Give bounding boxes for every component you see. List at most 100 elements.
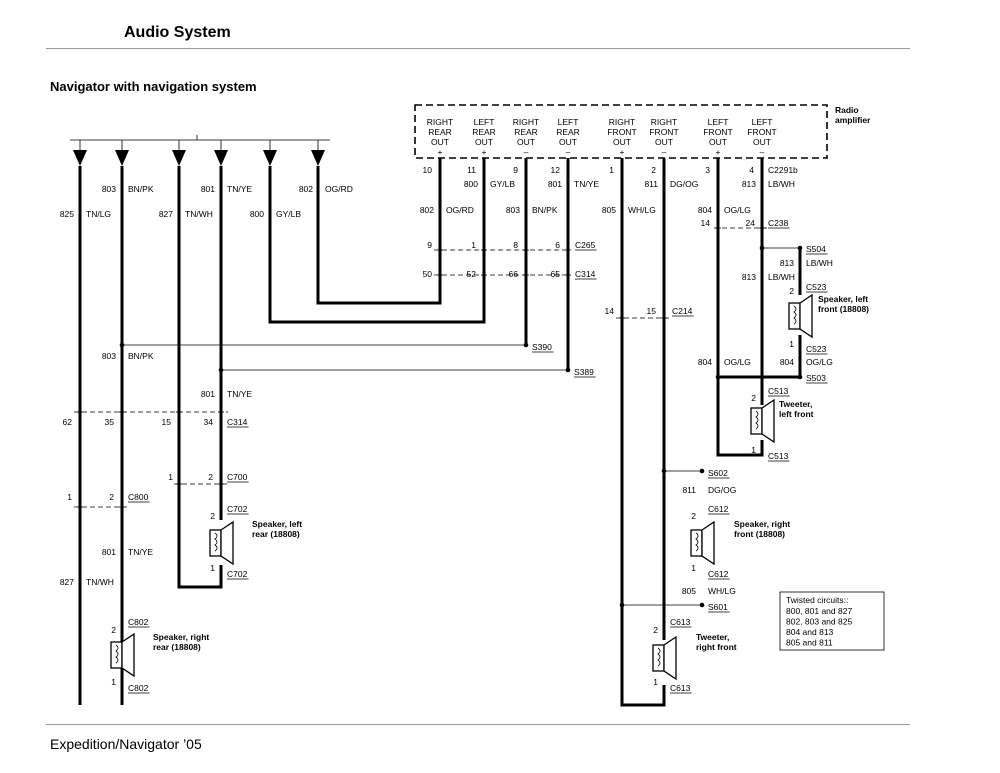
speaker-left-rear-coil: [214, 532, 218, 552]
circuit-label-lbwhb: LB/WH: [806, 258, 833, 268]
circuit-label-c805a: 805: [602, 205, 616, 215]
circuit-label-c801c: 801: [201, 389, 215, 399]
speaker-right-front-coil: [695, 532, 699, 552]
pin-number-p50: 50: [423, 269, 433, 279]
splice-dot: [661, 468, 667, 474]
footer-text: Expedition/Navigator ’05: [50, 736, 202, 752]
source-letter-M: M: [267, 153, 274, 162]
amp-pin-name: LEFT: [474, 117, 495, 127]
circuit-label-bnpka: BN/PK: [128, 184, 154, 194]
circuit-label-whlgb: WH/LG: [708, 586, 736, 596]
amp-pin-number: 11: [467, 165, 476, 175]
source-flag-N: [311, 150, 325, 166]
circuit-label-c813a: 813: [742, 179, 756, 189]
amp-pin-name: REAR: [428, 127, 452, 137]
pin-number-p1a: 1: [471, 240, 476, 250]
pin-number-p1d: 1: [789, 339, 794, 349]
circuit-label-tnwha: TN/WH: [185, 209, 213, 219]
circuit-label-c803a: 803: [102, 184, 116, 194]
pin-number-p66: 66: [509, 269, 519, 279]
circuit-label-c813c: 813: [742, 272, 756, 282]
pin-number-p34: 34: [204, 417, 214, 427]
pin-number-p1c: 1: [67, 492, 72, 502]
pin-number-p14a: 14: [701, 218, 711, 228]
amp-pin-number: 2: [651, 165, 656, 175]
connector-c702b: C702: [227, 569, 248, 579]
amp-pin-polarity: +: [482, 147, 487, 157]
pin-number-p1i: 1: [111, 677, 116, 687]
pin-number-p15b: 15: [162, 417, 172, 427]
connector-c700: C700: [227, 472, 248, 482]
speaker-right-rear-coil: [115, 644, 119, 664]
component-spk_rf: Speaker, right: [734, 519, 790, 529]
header-rule: [46, 48, 910, 49]
amp-pin-name: OUT: [655, 137, 673, 147]
connector-c612b: C612: [708, 569, 729, 579]
circuit-label-c813b: 813: [780, 258, 794, 268]
circuit-label-tnyec: TN/YE: [227, 389, 252, 399]
source-flag-J: [172, 150, 186, 166]
source-flag-H: [115, 150, 129, 166]
connector-c214: C214: [672, 306, 693, 316]
amp-pin-name: RIGHT: [513, 117, 539, 127]
twisted-note-line: 805 and 811: [786, 638, 833, 648]
circuit-label-c802a: 802: [299, 184, 313, 194]
wire-3-804: [716, 158, 764, 457]
connector-c702a: C702: [227, 504, 248, 514]
circuit-label-lbwha: LB/WH: [768, 179, 795, 189]
speaker-left-front-cone: [799, 293, 813, 339]
connector-c800: C800: [128, 492, 149, 502]
connector-c513b: C513: [768, 451, 789, 461]
splice-dot: [699, 602, 705, 608]
speaker-right-front-cone: [701, 520, 715, 566]
wires: [70, 104, 885, 707]
circuit-label-tnyea: TN/YE: [227, 184, 252, 194]
circuit-label-dgogb: DG/OG: [708, 485, 736, 495]
amp-pin-name: OUT: [753, 137, 771, 147]
splice-dot: [759, 245, 765, 251]
pin-number-p2a: 2: [208, 472, 213, 482]
component-tw_rf: right front: [696, 642, 737, 652]
circuit-label-c805b: 805: [682, 586, 696, 596]
circuit-label-c803c: 803: [102, 351, 116, 361]
pin-number-p2e: 2: [210, 511, 215, 521]
connector-s602: S602: [708, 468, 728, 478]
circuit-label-c825: 825: [60, 209, 74, 219]
circuit-label-dgoga: DG/OG: [670, 179, 698, 189]
splice-dot: [565, 367, 571, 373]
component-tw_lf: Tweeter,: [779, 399, 812, 409]
tweeter-left-front-coil: [755, 410, 759, 430]
circuit-label-bnpkc: BN/PK: [128, 351, 154, 361]
circuit-label-c827a: 827: [159, 209, 173, 219]
component-spk_lf: front (18808): [818, 304, 869, 314]
pin-number-p2b: 2: [109, 492, 114, 502]
component-tw_rf: Tweeter,: [696, 632, 729, 642]
amp-pin-name: REAR: [514, 127, 538, 137]
circuit-label-ogrda: OG/RD: [325, 184, 353, 194]
component-tw_lf: left front: [779, 409, 814, 419]
source-letter-G: G: [77, 153, 83, 162]
connector-s503: S503: [806, 373, 826, 383]
amp-pin-polarity: –: [662, 147, 667, 157]
connector-c314b: C314: [227, 417, 248, 427]
connector-c523b: C523: [806, 344, 827, 354]
amp-pin-name: FRONT: [649, 127, 678, 137]
circuit-label-c801a: 801: [201, 184, 215, 194]
circuit-label-bnpkb: BN/PK: [532, 205, 558, 215]
amp-pin-number: 9: [513, 165, 518, 175]
amp-pin-name: OUT: [613, 137, 631, 147]
page-title: Audio System: [124, 24, 231, 41]
circuit-label-oglgc: OG/LG: [806, 357, 833, 367]
amp-pin-polarity: +: [716, 147, 721, 157]
wire-J-827-loop: [177, 166, 223, 589]
pin-number-p15a: 15: [647, 306, 657, 316]
component-spk_rr: rear (18808): [153, 642, 201, 652]
connector-c265: C265: [575, 240, 596, 250]
amp-pin-name: RIGHT: [609, 117, 635, 127]
amp-pin-name: REAR: [472, 127, 496, 137]
circuit-label-c801b: 801: [548, 179, 562, 189]
pin-number-p2f: 2: [691, 511, 696, 521]
amp-pin-number: 12: [551, 165, 561, 175]
